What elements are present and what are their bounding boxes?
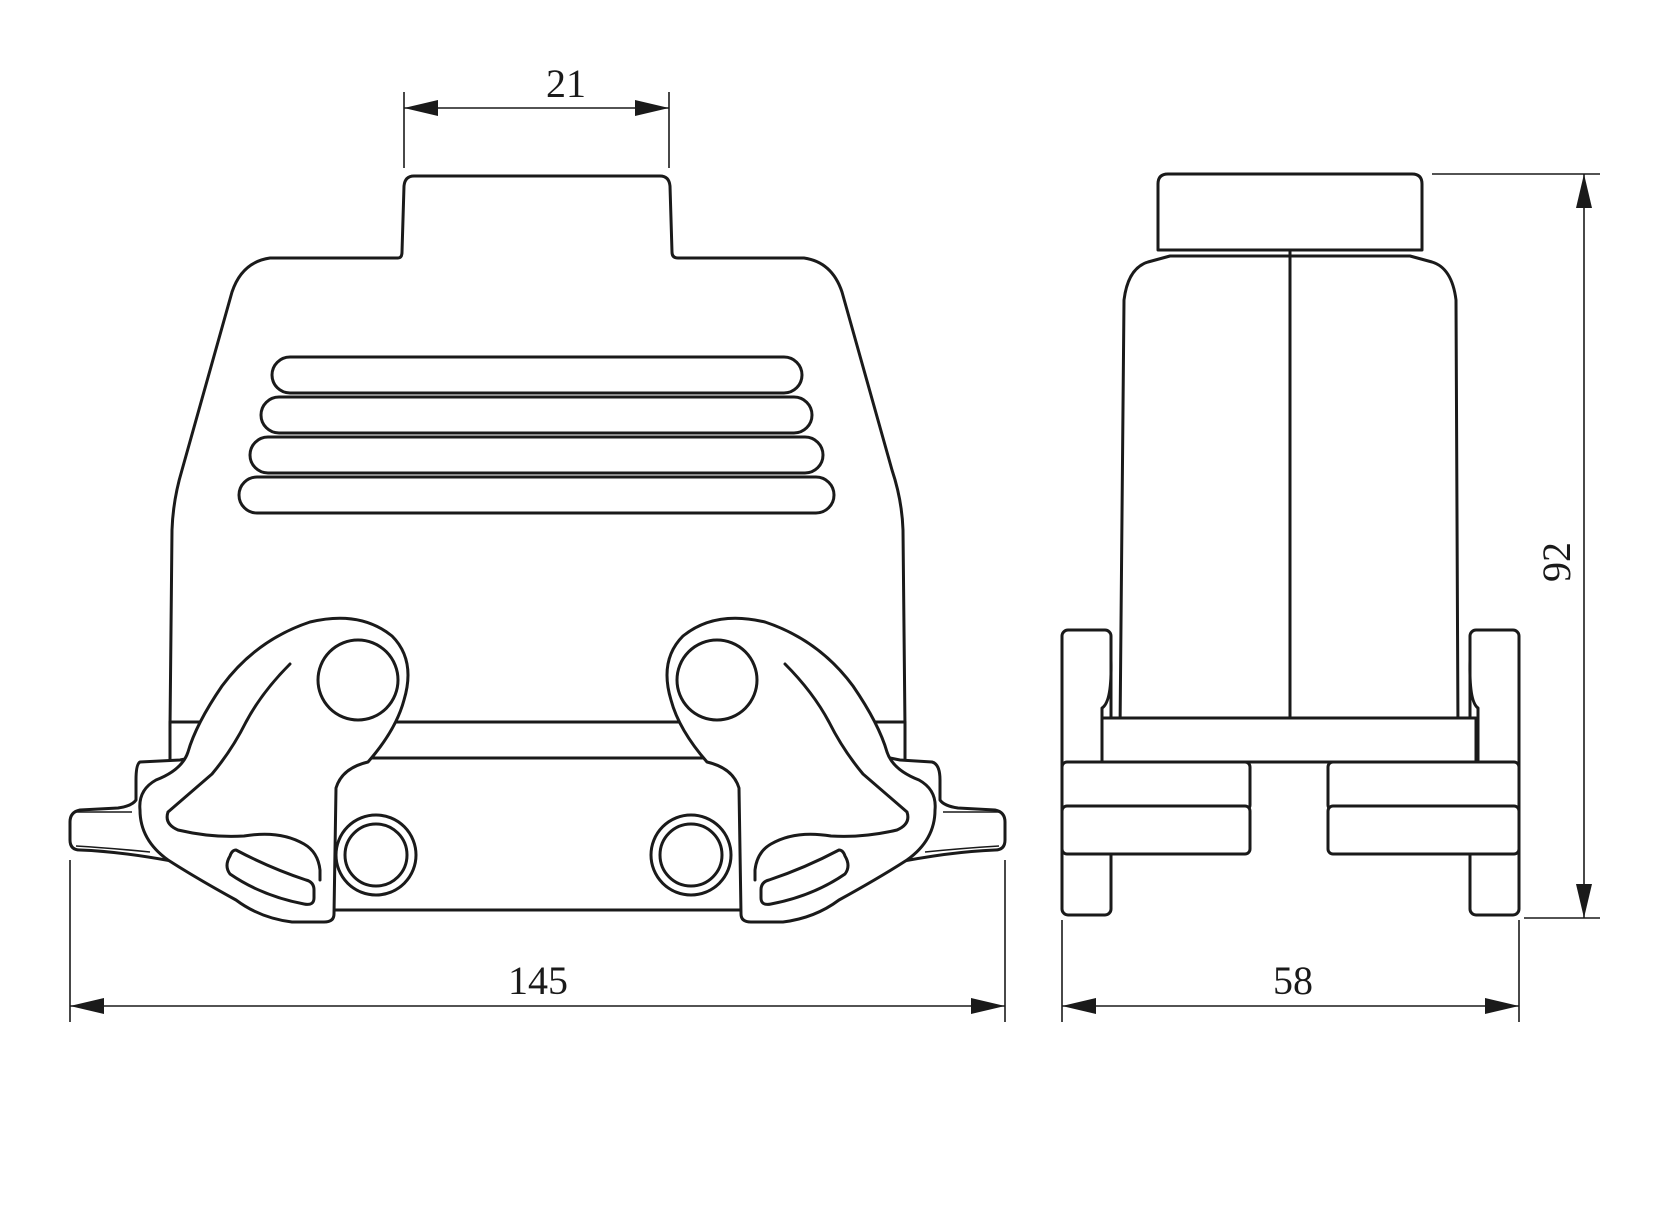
side-view [1060,172,1521,917]
side-block-right-top [1326,760,1521,812]
dim-tab-arrow-right [635,100,669,116]
front-view [68,174,1007,924]
dim-depth-arrow-right [1485,998,1519,1014]
lever-right-slot [759,848,850,906]
vent-rib-2 [259,395,814,435]
side-clip-right [1468,658,1480,762]
vent-rib-1 [270,355,804,395]
flange-serration-right [924,811,1001,853]
flange-serration-left [74,811,151,853]
dim-depth-arrow-left [1062,998,1096,1014]
peg-left-inner [343,822,409,888]
dim-width-arrow-left [70,998,104,1014]
vent-rib-3 [248,435,825,475]
dim-depth-label: 58 [1273,958,1313,1003]
dim-tab-label: 21 [546,61,586,106]
side-block-right-bottom [1326,804,1521,856]
dim-height-arrow-bottom [1576,884,1592,918]
dimension-lines: 21 145 58 92 [69,61,1600,1022]
side-block-left-top [1060,760,1252,812]
dim-height-label: 92 [1534,542,1579,582]
side-base-strip [1100,716,1478,764]
side-clip-left [1100,658,1113,762]
peg-right-inner [658,822,724,888]
dim-height-arrow-top [1576,174,1592,208]
dim-width-label: 145 [508,958,568,1003]
lever-left-pivot [316,638,400,722]
lever-right-pivot [675,638,759,722]
lever-left-slot [225,848,316,906]
side-block-left-bottom [1060,804,1252,856]
dim-width-arrow-right [971,998,1005,1014]
dim-tab-arrow-left [404,100,438,116]
lever-left-inner [165,662,322,882]
vent-rib-4 [237,475,836,515]
side-cable-entry [1156,172,1424,252]
lever-right-inner [753,662,910,882]
